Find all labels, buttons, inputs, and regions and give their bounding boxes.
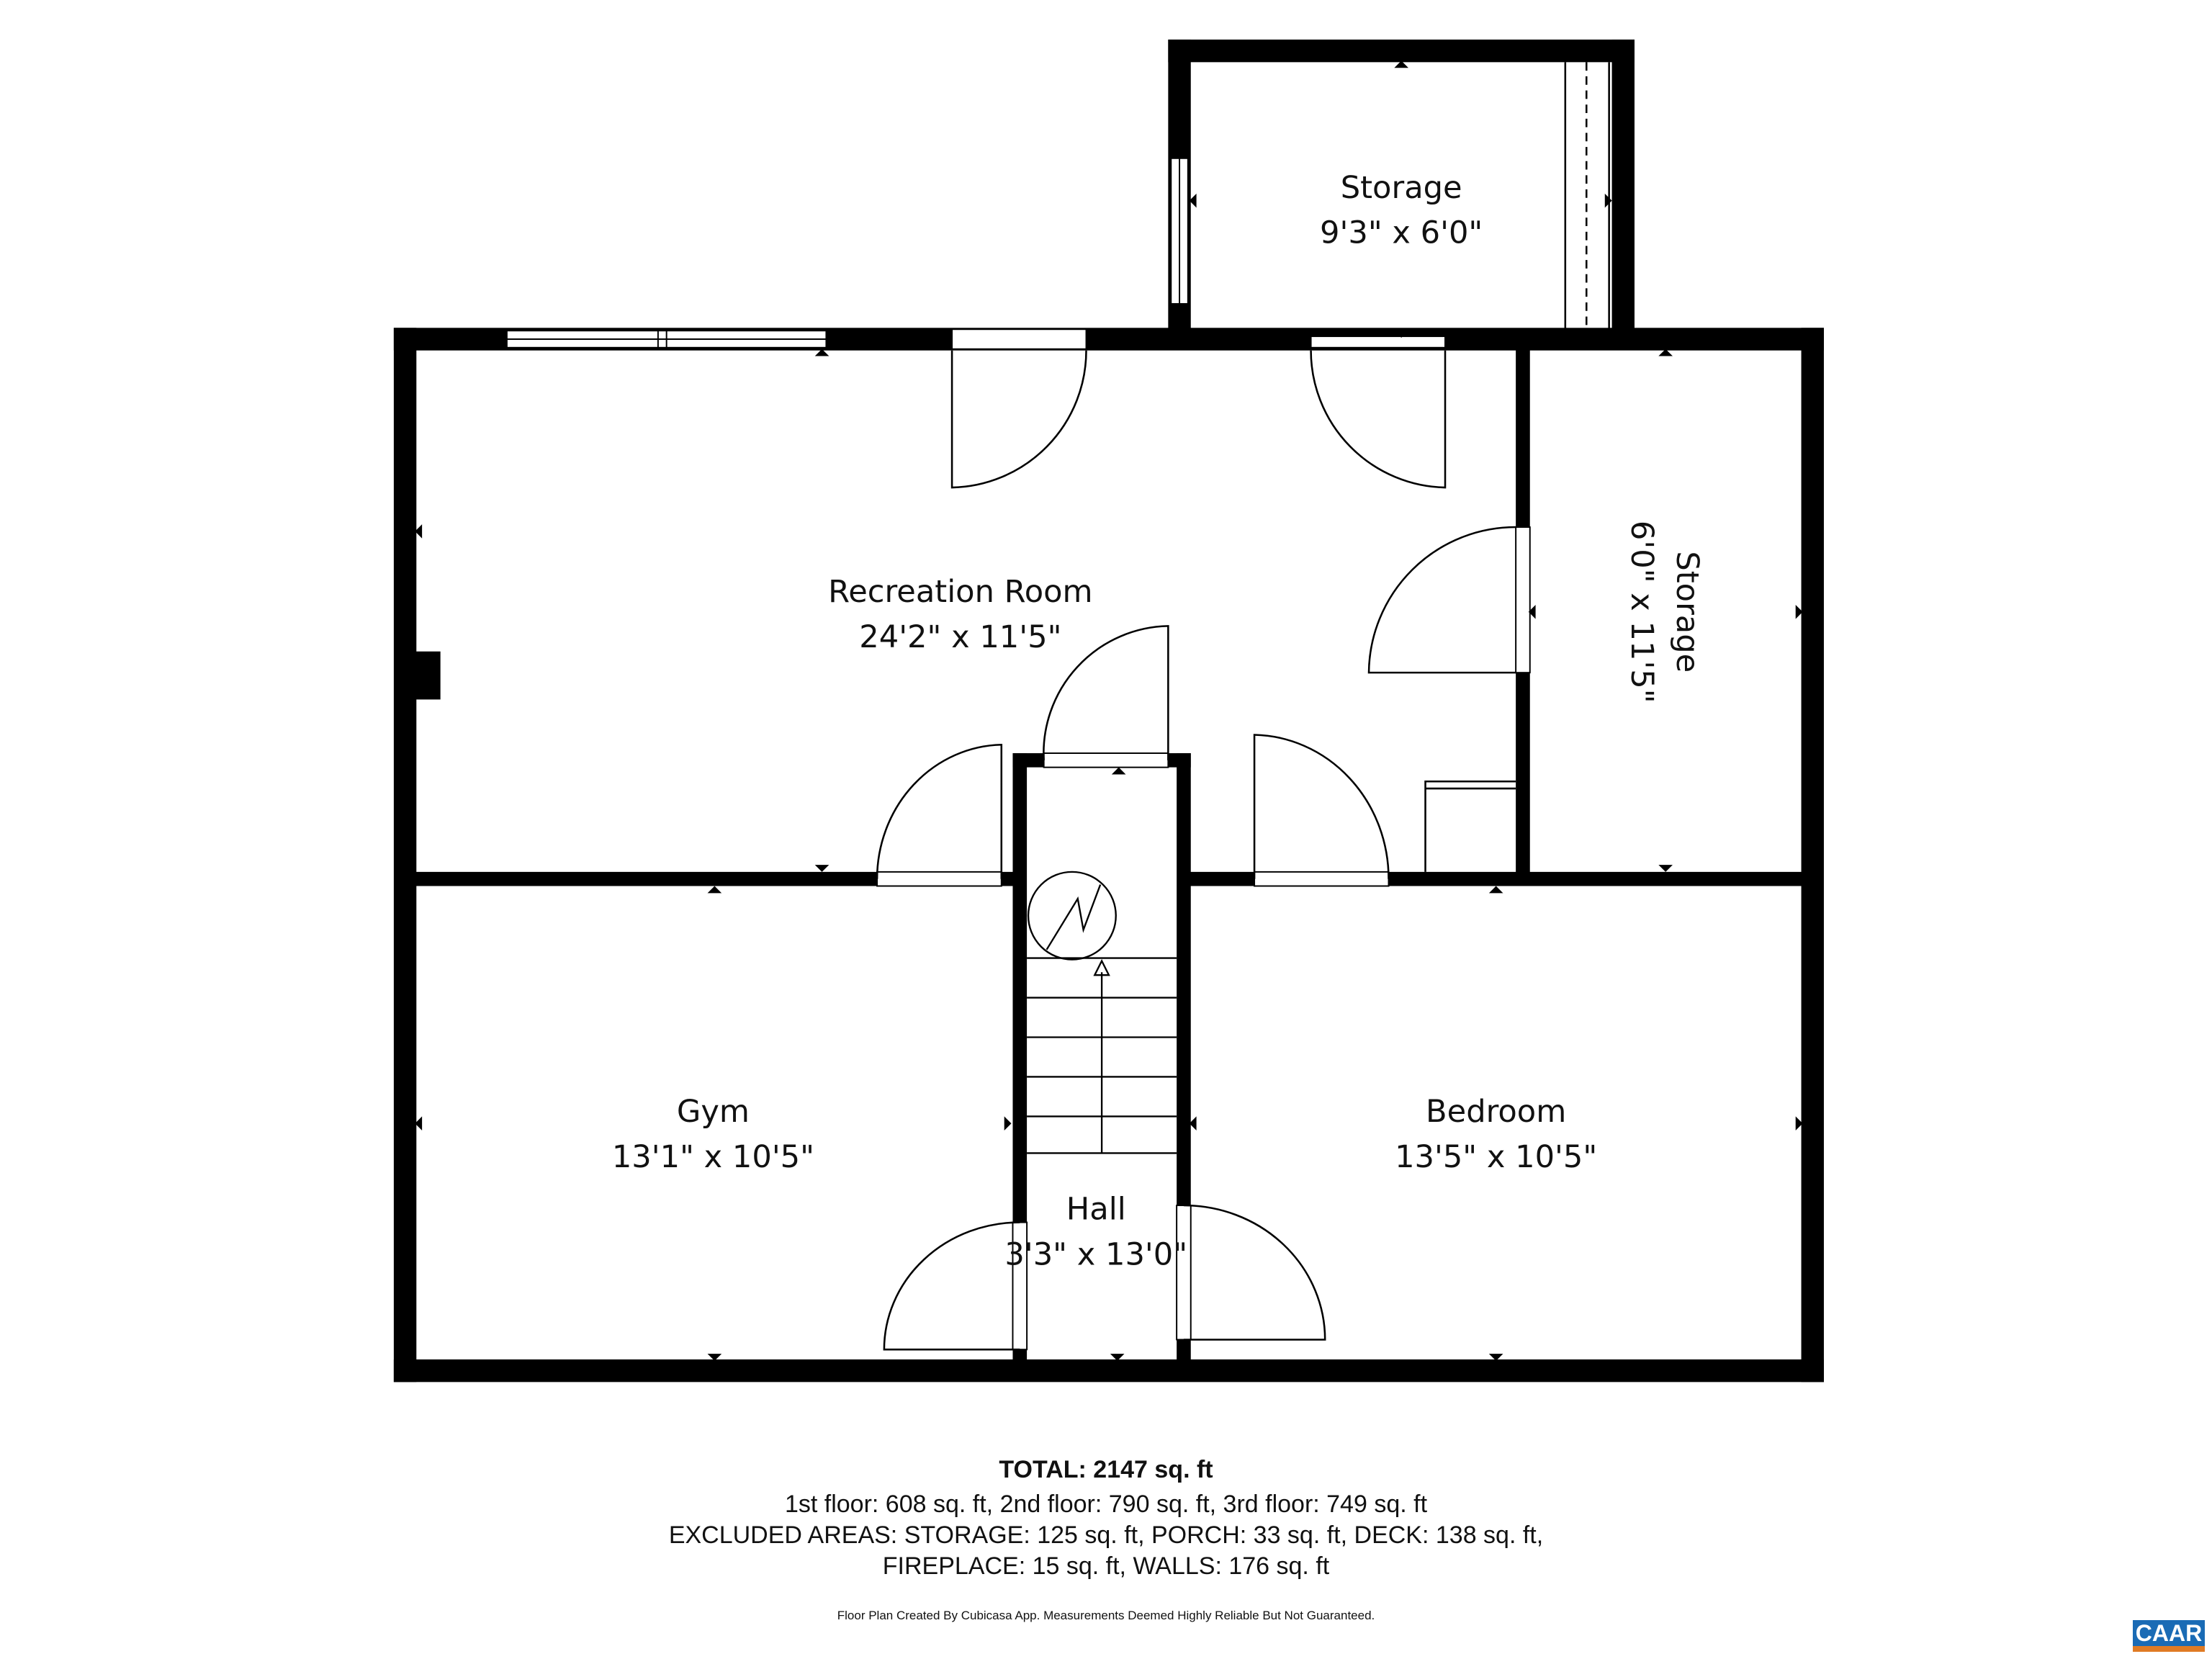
measure-markers <box>415 60 1803 1361</box>
caar-logo: CAAR <box>2133 1620 2205 1655</box>
room-labels: Storage 9'3" x 6'0" Recreation Room 24'2… <box>612 170 1705 1273</box>
openings <box>505 157 1531 1351</box>
logo-text: CAAR <box>2133 1620 2205 1646</box>
disclaimer: Floor Plan Created By Cubicasa App. Meas… <box>837 1609 1375 1622</box>
water-heater-icon <box>1027 871 1117 961</box>
room-name: Hall <box>1066 1192 1126 1228</box>
logo-band <box>2133 1646 2205 1652</box>
excluded-areas-cont: FIREPLACE: 15 sq. ft, WALLS: 176 sq. ft <box>882 1552 1330 1580</box>
room-name: Gym <box>677 1094 750 1130</box>
excluded-areas: EXCLUDED AREAS: STORAGE: 125 sq. ft, POR… <box>668 1521 1544 1549</box>
floor-areas: 1st floor: 608 sq. ft, 2nd floor: 790 sq… <box>784 1491 1428 1518</box>
room-dims: 6'0" x 11'5" <box>1624 521 1660 703</box>
room-name: Storage <box>1341 170 1462 206</box>
room-dims: 9'3" x 6'0" <box>1320 215 1483 251</box>
total-area: TOTAL: 2147 sq. ft <box>999 1456 1213 1483</box>
room-dims: 13'1" x 10'5" <box>612 1139 814 1175</box>
room-name: Storage <box>1669 551 1705 673</box>
room-dims: 3'3" x 13'0" <box>1004 1236 1187 1272</box>
room-dims: 13'5" x 10'5" <box>1395 1139 1597 1175</box>
stairs <box>1027 871 1177 1154</box>
doors <box>876 62 1610 1351</box>
room-name: Recreation Room <box>828 574 1092 610</box>
room-dims: 24'2" x 11'5" <box>859 619 1061 655</box>
room-name: Bedroom <box>1426 1094 1566 1130</box>
